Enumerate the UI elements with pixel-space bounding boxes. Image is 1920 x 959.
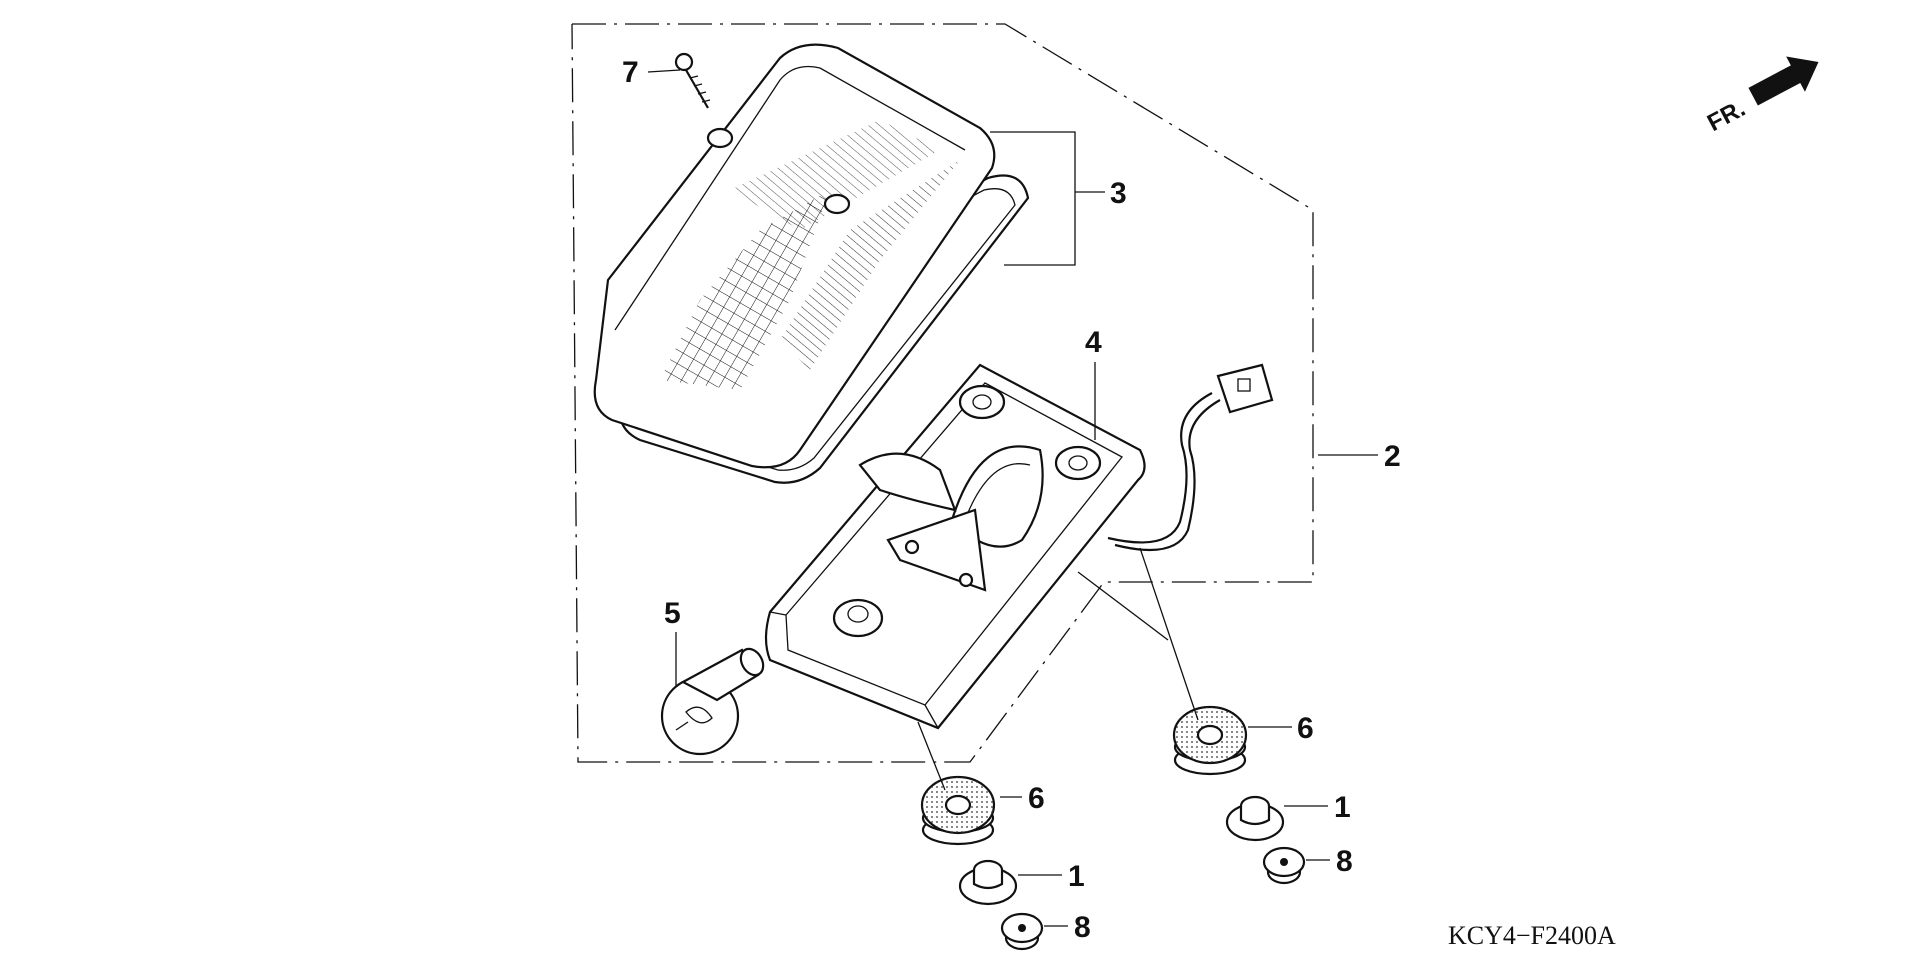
callout-5: 5 — [664, 597, 681, 630]
callout-7: 7 — [622, 56, 639, 89]
lens-screw — [674, 52, 711, 109]
assembly-boundary-line — [571, 23, 1314, 763]
front-direction-label: FR. — [1703, 95, 1750, 137]
callout-6-right: 6 — [1297, 712, 1314, 745]
callout-8-left: 8 — [1074, 911, 1091, 944]
collar-left — [958, 859, 1018, 906]
callout-6-left: 6 — [1028, 782, 1045, 815]
tail-light-lens — [593, 43, 996, 469]
collar-right — [1225, 795, 1285, 842]
diagram-part-code: KCY4−F2400A — [1448, 921, 1616, 950]
tail-light-bulb — [660, 647, 765, 756]
callout-2: 2 — [1384, 440, 1401, 473]
callout-1-left: 1 — [1068, 860, 1085, 893]
callout-8-right: 8 — [1336, 845, 1353, 878]
callout-3: 3 — [1110, 177, 1127, 210]
nut-right — [1262, 846, 1306, 885]
leader-lines — [647, 69, 1378, 927]
front-direction-marker: FR. — [1703, 56, 1819, 137]
grommet-left — [920, 775, 996, 846]
grommet-right — [1172, 705, 1248, 776]
tail-light-base — [764, 363, 1146, 730]
callout-4: 4 — [1085, 326, 1102, 359]
callout-1-right: 1 — [1334, 791, 1351, 824]
nut-left — [1000, 912, 1044, 951]
front-arrow-icon — [1748, 56, 1819, 106]
wire-harness — [1107, 363, 1274, 552]
